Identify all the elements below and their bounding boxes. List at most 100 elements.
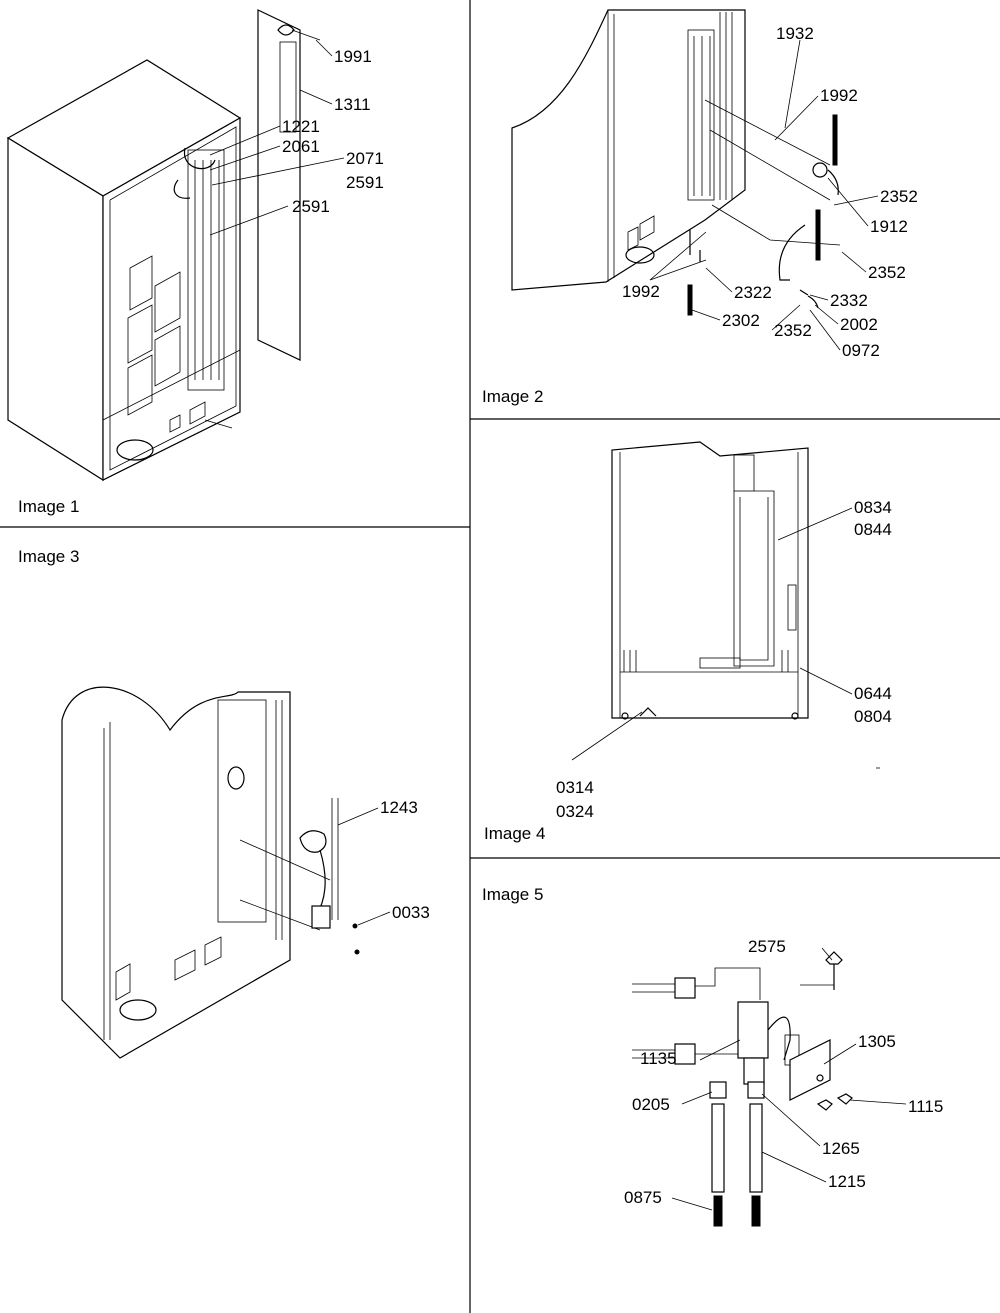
back-inner-border	[109, 126, 237, 471]
back-label	[129, 255, 153, 311]
bracket-hole	[816, 1074, 824, 1082]
tubing-runs	[693, 36, 711, 196]
wire-route	[695, 967, 761, 1000]
callout-label: 2002	[840, 315, 878, 334]
panel-image-2: 1932 1992 2352 1912 2352 1992 2322 2332 …	[482, 9, 918, 406]
compartment-parts	[627, 215, 655, 251]
harness-lead	[331, 798, 339, 920]
water-valve	[812, 162, 828, 178]
callout-label: 2061	[282, 137, 320, 156]
cabinet-back-drawing	[611, 441, 809, 720]
panel-image-5: 2575 1305 1135 1115 0205 1265 1215 0875 …	[482, 885, 943, 1227]
callout-label: 1991	[334, 47, 372, 66]
callout-label: 2575	[748, 937, 786, 956]
image-4-leaders	[571, 507, 880, 769]
evaporator-cover	[217, 699, 267, 923]
screw	[836, 1093, 853, 1105]
cabinet-outline	[61, 686, 291, 1059]
panel-title: Image 1	[18, 497, 79, 516]
machine-compartment	[102, 349, 241, 481]
tubing-runs	[194, 160, 220, 380]
callout-label: 2332	[830, 291, 868, 310]
callout-label: 2302	[722, 311, 760, 330]
panel-fastener	[277, 24, 295, 36]
panel-image-4: 0834 0844 0644 0804 0314 0324 Image 4	[484, 441, 892, 843]
harness-drawing	[61, 686, 360, 1059]
tube-lines	[239, 839, 331, 931]
vent-slots	[623, 650, 789, 672]
tube-end	[687, 284, 693, 316]
screw	[352, 923, 358, 929]
terminal-block	[311, 905, 331, 929]
wire	[204, 419, 233, 429]
mounting-bracket	[789, 1039, 831, 1101]
tube-segment	[832, 114, 838, 166]
panel-image-1: 1991 1311 1221 2061 2071 2591 2591 Image…	[6, 9, 384, 516]
back-label	[127, 354, 153, 416]
connector-plug	[299, 830, 327, 853]
image-1-leaders	[209, 39, 345, 236]
image-2-leaders	[649, 39, 879, 351]
compressor	[116, 439, 154, 461]
image-5-leaders	[671, 947, 907, 1211]
tube-loop	[827, 169, 839, 196]
side-component	[787, 584, 797, 631]
callout-label: 2591	[346, 173, 384, 192]
valve-body	[737, 1001, 769, 1059]
water-tube	[749, 1103, 763, 1193]
wire-lead	[632, 983, 675, 993]
clamp	[689, 230, 701, 262]
callout-label: 0875	[624, 1188, 662, 1207]
grommet	[227, 766, 245, 790]
refrigerator-back-drawing	[6, 9, 321, 482]
callout-label: 0644	[854, 684, 892, 703]
cabinet-side-face	[7, 136, 104, 482]
compartment-parts	[115, 936, 222, 1001]
callout-label: 0033	[392, 903, 430, 922]
wire-lead	[632, 1049, 675, 1059]
back-label	[154, 325, 181, 387]
callout-label: 1265	[822, 1139, 860, 1158]
callout-label: 0804	[854, 707, 892, 726]
drain-tube	[778, 224, 806, 281]
callout-label: 2591	[292, 197, 330, 216]
callout-label: 1992	[820, 86, 858, 105]
water-line-drawing	[511, 9, 841, 316]
compressor	[625, 246, 655, 264]
label-plate	[699, 657, 741, 669]
tubing-loop	[173, 147, 216, 199]
back-channel	[733, 490, 775, 667]
evaporator-cover	[687, 29, 715, 201]
callout-label: 1115	[908, 1097, 943, 1116]
compression-nut	[709, 1081, 727, 1099]
callout-label: 1305	[858, 1032, 896, 1051]
back-channel	[719, 12, 733, 200]
screw	[354, 949, 360, 955]
back-label	[154, 271, 181, 333]
water-valve-drawing	[632, 951, 853, 1227]
panel-title: Image 3	[18, 547, 79, 566]
wire-connector	[674, 1043, 696, 1065]
callout-label: 0834	[854, 498, 892, 517]
callout-label: 1912	[870, 217, 908, 236]
evaporator-cover	[187, 149, 225, 391]
water-tube	[711, 1103, 725, 1193]
cabinet-outline	[511, 9, 746, 291]
callout-label: 2352	[868, 263, 906, 282]
back-channel-inner	[739, 497, 769, 661]
panel-bracket	[279, 41, 297, 133]
back-label	[127, 304, 153, 364]
valve-outlet	[743, 1057, 765, 1085]
leveling-notch	[639, 707, 657, 717]
callout-label: 1243	[380, 798, 418, 817]
callout-label: 0205	[632, 1095, 670, 1114]
callout-label: 2071	[346, 149, 384, 168]
panel-title: Image 4	[484, 824, 545, 843]
callout-label: 2352	[880, 187, 918, 206]
compression-nut	[747, 1081, 765, 1099]
callout-label: 1311	[334, 95, 371, 114]
cabinet-outline	[611, 441, 809, 719]
callout-label: 1992	[622, 282, 660, 301]
